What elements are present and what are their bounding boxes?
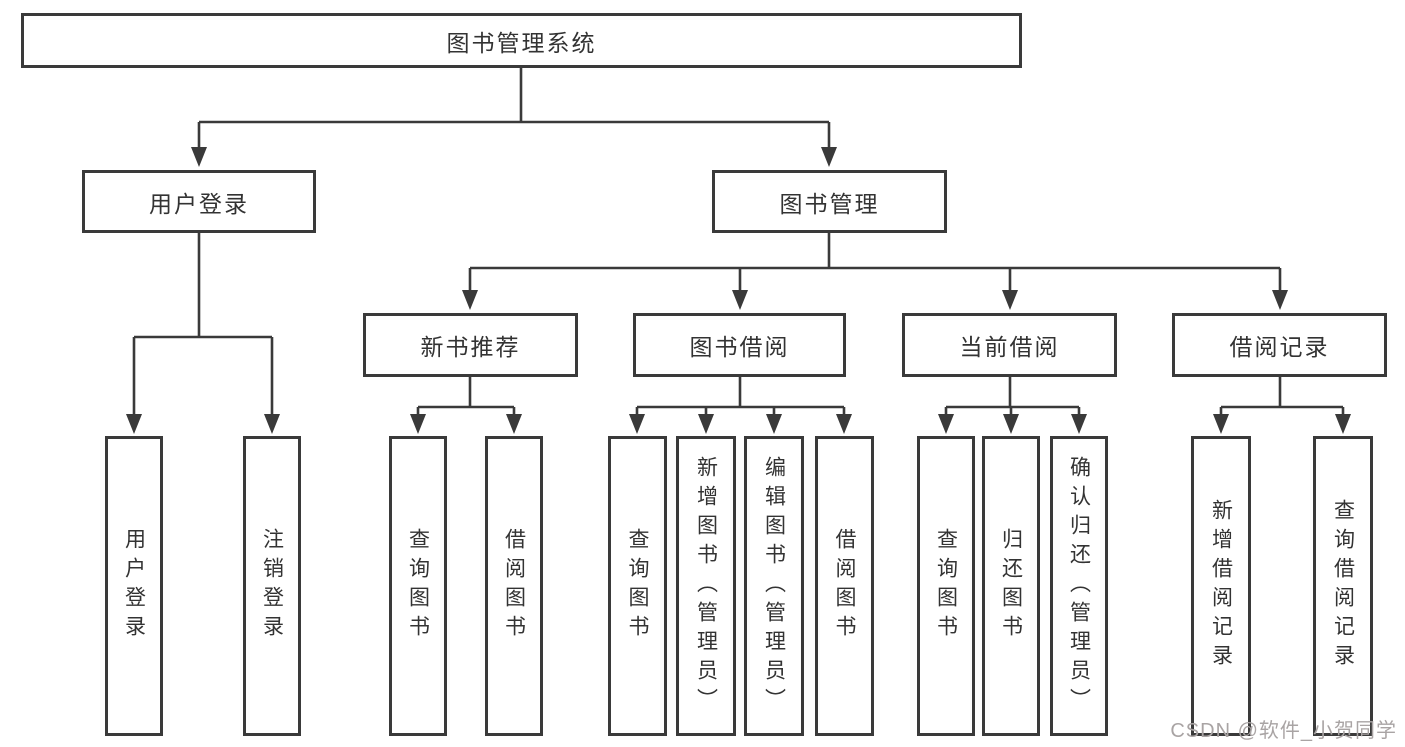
node-borrow-records: 借阅记录: [1172, 313, 1387, 377]
leaf-confirm-return-admin: 确认归还（管理员）: [1050, 436, 1108, 736]
csdn-watermark: CSDN @软件_小贺同学: [1170, 720, 1397, 742]
leaf-user-login: 用户登录: [105, 436, 163, 736]
leaf-logout: 注销登录: [243, 436, 301, 736]
leaf-query-books-recommend: 查询图书: [389, 436, 447, 736]
leaf-return-book: 归还图书: [982, 436, 1040, 736]
node-current-borrowing: 当前借阅: [902, 313, 1117, 377]
node-book-management: 图书管理: [712, 170, 947, 233]
leaf-edit-book-admin: 编辑图书（管理员）: [744, 436, 804, 736]
node-user-login: 用户登录: [82, 170, 316, 233]
node-root-system: 图书管理系统: [21, 13, 1022, 68]
leaf-query-borrow-record: 查询借阅记录: [1313, 436, 1373, 736]
arrowhead-icons: [126, 147, 1351, 434]
leaf-add-book-admin: 新增图书（管理员）: [676, 436, 736, 736]
leaf-borrow-books-recommend: 借阅图书: [485, 436, 543, 736]
leaf-query-books-borrowing: 查询图书: [608, 436, 667, 736]
leaf-add-borrow-record: 新增借阅记录: [1191, 436, 1251, 736]
leaf-borrow-books-borrowing: 借阅图书: [815, 436, 874, 736]
node-book-borrowing: 图书借阅: [633, 313, 846, 377]
leaf-query-books-current: 查询图书: [917, 436, 975, 736]
node-new-book-recommend: 新书推荐: [363, 313, 578, 377]
